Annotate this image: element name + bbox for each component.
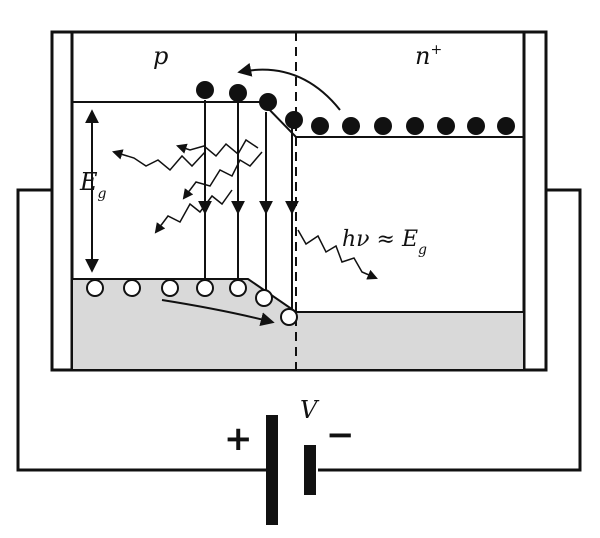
photon-wave (176, 138, 259, 158)
p-region-label: p (153, 42, 168, 70)
battery-plus-sign: + (224, 419, 253, 459)
hole (280, 308, 298, 326)
photon-emissions (111, 138, 378, 280)
n-region-label: n+ (415, 42, 442, 70)
band-gap-label: Eg (79, 168, 107, 202)
electron (259, 93, 277, 111)
recombination-arrows (198, 100, 299, 312)
circuit-wires (16, 188, 582, 472)
voltage-label: V (300, 396, 320, 424)
battery-positive-plate (266, 415, 278, 525)
electrons (196, 81, 515, 135)
battery-negative-plate (304, 445, 316, 495)
electron (311, 117, 329, 135)
electron (467, 117, 485, 135)
valence-band-region (73, 279, 523, 369)
electron (285, 111, 303, 129)
hole (229, 279, 247, 297)
electron (196, 81, 214, 99)
hole (255, 289, 273, 307)
holes (86, 279, 298, 326)
electron (406, 117, 424, 135)
electron (437, 117, 455, 135)
hole (123, 279, 141, 297)
photon-wave (182, 151, 263, 200)
hole-flow-arrow (161, 299, 275, 327)
electron (229, 84, 247, 102)
electron (342, 117, 360, 135)
photon-wave (111, 149, 206, 172)
battery-minus-sign: − (326, 415, 355, 455)
device-frame (50, 30, 548, 372)
hole (196, 279, 214, 297)
photon-wave (297, 229, 378, 280)
photon-energy-label: hν ≈ Eg (342, 227, 427, 258)
hole (86, 279, 104, 297)
conduction-band-edge (73, 101, 523, 138)
hole (161, 279, 179, 297)
photon-wave (154, 189, 233, 234)
electron-flow-arrow (237, 62, 341, 111)
electron (497, 117, 515, 135)
battery (266, 415, 316, 525)
electron (374, 117, 392, 135)
device-body (50, 30, 548, 372)
